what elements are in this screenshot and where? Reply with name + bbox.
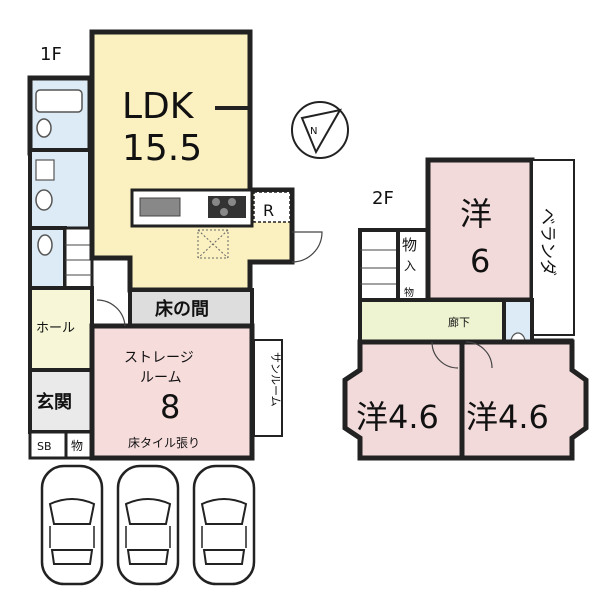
compass-mark: N: [310, 126, 317, 137]
floor1-plan: R LDK 15.5 床の間 ホール 玄関 SB 物 ストレージ ルーム 8 床…: [27, 29, 323, 461]
bedroom-right: [459, 339, 589, 461]
sunroom: [253, 339, 283, 437]
sink-icon: [36, 118, 52, 138]
attic-hatch: [197, 229, 229, 259]
sunroom-label: サンルーム: [269, 352, 282, 407]
store-2f-label-2: 入: [404, 259, 416, 273]
parking: [40, 464, 256, 586]
entrance-label: 玄関: [36, 391, 72, 413]
room-6-size: 6: [470, 242, 490, 280]
car-icon: [192, 464, 256, 586]
bedroom-right-label: 洋4.6: [466, 398, 549, 436]
ldk-size: 15.5: [122, 128, 202, 169]
toilet-icon: [37, 234, 53, 256]
shoebox-label: SB: [37, 440, 52, 453]
storage-size: 8: [160, 388, 180, 426]
tokonoma-label: 床の間: [155, 298, 209, 320]
veranda: [531, 159, 575, 336]
staircase-2f: [358, 228, 400, 302]
floor2-label: 2F: [372, 188, 394, 209]
tokonoma: [128, 288, 254, 328]
bathtub-icon: [35, 89, 83, 113]
washbasin-icon: [35, 189, 53, 211]
sink-counter-icon: [139, 197, 181, 217]
compass-icon: N: [291, 101, 349, 159]
room-6-kanji: 洋: [460, 195, 492, 233]
corridor: [358, 298, 506, 344]
shoebox: [28, 430, 68, 460]
store-1f-label: 物: [71, 439, 83, 453]
store-2f: [396, 228, 430, 302]
fridge-label: R: [263, 201, 274, 220]
store-2f-label-1: 物: [402, 236, 417, 254]
storage-note: 床タイル張り: [128, 436, 200, 450]
storage-name-2: ルーム: [140, 370, 182, 386]
veranda-label: ベランダ: [537, 208, 557, 276]
ldk-name: LDK: [122, 86, 195, 127]
fridge-box: [253, 191, 291, 223]
washing-machine-icon: [35, 159, 55, 181]
car-icon: [40, 464, 104, 586]
store-2f-label-3: 物: [404, 286, 414, 299]
floor2-plan: 物 入 物 洋 6 ベランダ 廊下 CL CL 洋4.6 洋4.6: [342, 157, 589, 461]
bedroom-left-label: 洋4.6: [356, 398, 439, 436]
storage-room: [89, 323, 255, 461]
corridor-label: 廊下: [448, 315, 470, 329]
staircase-1f: [63, 226, 94, 292]
floor1-label: 1F: [40, 44, 62, 65]
car-icon: [116, 464, 180, 586]
hall-label: ホール: [36, 321, 75, 336]
storage-name-1: ストレージ: [124, 350, 194, 366]
